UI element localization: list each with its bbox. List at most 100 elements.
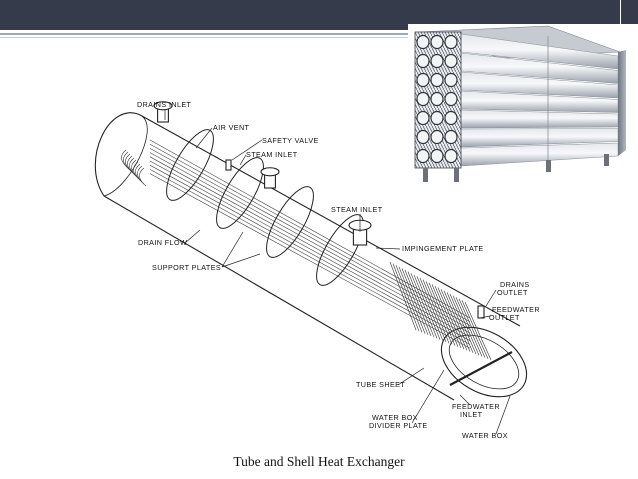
leader-line bbox=[221, 231, 244, 268]
fin-ring bbox=[444, 34, 458, 50]
tube-curl bbox=[398, 266, 426, 334]
support-plate bbox=[266, 186, 314, 258]
leader-line bbox=[459, 394, 471, 406]
fin-ring bbox=[416, 53, 430, 69]
header-bar-accent bbox=[621, 0, 638, 30]
safety-valve bbox=[225, 159, 232, 171]
photo-end-face bbox=[618, 50, 626, 156]
fin-ring bbox=[444, 110, 458, 126]
leader-line bbox=[231, 139, 263, 161]
leader-line bbox=[221, 253, 261, 268]
tube-line bbox=[149, 173, 471, 349]
label-feedwater-inlet-1: FEEDWATER bbox=[452, 402, 500, 411]
tube-curl bbox=[401, 268, 429, 335]
nozzle-flange bbox=[153, 101, 173, 111]
fin-ring bbox=[444, 91, 458, 107]
tube-curl bbox=[410, 273, 438, 339]
fin-ring bbox=[430, 129, 444, 145]
leader-line bbox=[375, 247, 401, 250]
tube-curl bbox=[437, 287, 465, 350]
tube-curl bbox=[461, 300, 489, 359]
label-steam-inlet-middle: STEAM INLET bbox=[331, 205, 383, 214]
fin-ring bbox=[416, 148, 430, 164]
support-plate bbox=[166, 129, 214, 201]
tube-curl bbox=[464, 301, 492, 361]
fin-ring bbox=[430, 34, 444, 50]
fin-ring bbox=[416, 91, 430, 107]
tube-curl bbox=[389, 261, 417, 331]
tube-curl bbox=[419, 277, 447, 343]
leader-line bbox=[411, 369, 445, 424]
tube-curl bbox=[425, 281, 453, 345]
tube-line bbox=[149, 156, 471, 334]
label-water-box-divider-2: DIVIDER PLATE bbox=[369, 421, 428, 430]
leader-line bbox=[479, 315, 491, 319]
tube-curl bbox=[413, 274, 441, 340]
label-feedwater-inlet-2: INLET bbox=[460, 410, 483, 419]
label-support-plates: SUPPORT PLATES bbox=[152, 263, 221, 272]
fin-ring bbox=[444, 72, 458, 88]
label-steam-inlet-top: STEAM INLET bbox=[246, 150, 298, 159]
label-tube-sheet: TUBE SHEET bbox=[356, 380, 405, 389]
leader-line bbox=[397, 367, 425, 386]
fin-ring bbox=[416, 72, 430, 88]
leader-line bbox=[195, 127, 213, 149]
tube-line bbox=[149, 148, 471, 326]
tube-curl bbox=[446, 292, 474, 353]
nozzle-flange bbox=[260, 167, 280, 177]
leader-line bbox=[495, 395, 511, 435]
tube-curl bbox=[431, 284, 459, 347]
tube-curl bbox=[458, 298, 486, 358]
tube-curl bbox=[407, 271, 435, 338]
shell-diagram bbox=[94, 101, 528, 435]
fin-ring bbox=[416, 34, 430, 50]
fin-ring bbox=[416, 110, 430, 126]
fin-ring bbox=[430, 72, 444, 88]
header-rule-thin bbox=[0, 37, 408, 38]
figure-caption: Tube and Shell Heat Exchanger bbox=[233, 454, 405, 469]
label-drain-flow: DRAIN FLOW bbox=[138, 238, 187, 247]
fin-ring bbox=[430, 91, 444, 107]
label-impingement-plate: IMPINGEMENT PLATE bbox=[402, 244, 484, 253]
tube-curl bbox=[455, 297, 483, 357]
label-air-vent: AIR VENT bbox=[213, 123, 250, 132]
label-drains-outlet-2: OUTLET bbox=[497, 288, 528, 297]
fin-ring bbox=[444, 129, 458, 145]
tube-line bbox=[149, 160, 471, 338]
tube-curl bbox=[392, 263, 420, 332]
tube-curl bbox=[404, 269, 432, 337]
header-rule bbox=[0, 33, 408, 35]
leader-line bbox=[184, 229, 201, 244]
tube-line bbox=[149, 169, 471, 345]
fin-ring bbox=[444, 53, 458, 69]
tube-curl bbox=[428, 282, 456, 346]
tube-curl bbox=[395, 265, 423, 333]
tube-curl bbox=[440, 289, 468, 351]
fin-ring bbox=[430, 148, 444, 164]
feedwater-outlet-nozzle bbox=[477, 305, 485, 319]
label-water-box-divider-1: WATER BOX bbox=[372, 413, 418, 422]
label-drains-inlet: DRAINS INLET bbox=[137, 100, 192, 109]
diagram-labels: DRAINS INLET AIR VENT SAFETY VALVE STEAM… bbox=[137, 100, 540, 440]
tube-line bbox=[149, 143, 471, 323]
tube-curl bbox=[434, 285, 462, 349]
label-feedwater-outlet-1: FEEDWATER bbox=[492, 305, 540, 314]
fin-ring bbox=[430, 53, 444, 69]
support-plate bbox=[216, 157, 264, 229]
fin-ring bbox=[430, 110, 444, 126]
label-water-box: WATER BOX bbox=[462, 431, 508, 440]
tube-curl bbox=[416, 276, 444, 341]
label-feedwater-outlet-2: OUTLET bbox=[489, 313, 520, 322]
tube-curl bbox=[443, 290, 471, 352]
tube-curl bbox=[452, 295, 480, 356]
leader-line bbox=[239, 154, 247, 166]
fin-ring bbox=[444, 148, 458, 164]
label-drains-outlet-1: DRAINS bbox=[500, 280, 530, 289]
tube-curl bbox=[422, 279, 450, 344]
label-safety-valve: SAFETY VALVE bbox=[262, 136, 319, 145]
leader-line bbox=[485, 289, 497, 307]
u-bend bbox=[139, 167, 147, 187]
fin-ring bbox=[416, 129, 430, 145]
tube-curl bbox=[449, 293, 477, 355]
